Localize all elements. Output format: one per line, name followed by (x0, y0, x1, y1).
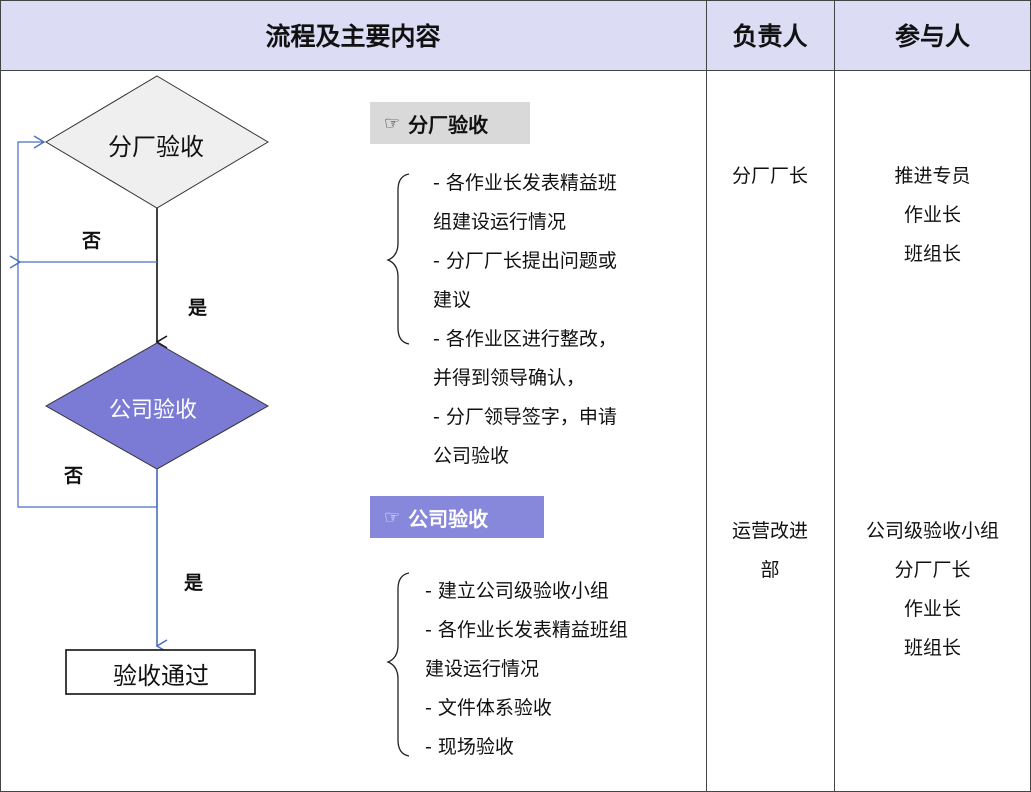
section-1-line: 公司验收 (433, 445, 510, 467)
brace-section-2 (386, 572, 410, 757)
section-1-line: 组建设运行情况 (433, 211, 567, 233)
section-2-content: - 建立公司级验收小组 - 各作业长发表精益班组 建设运行情况 - 文件体系验收… (425, 572, 628, 767)
section-1-tag: ☞ 分厂验收 (370, 102, 530, 144)
section-1-line: - 各作业区进行整改， (433, 328, 617, 350)
participant-name: 作业长 (903, 598, 961, 620)
section-2-tag: ☞ 公司验收 (370, 496, 544, 538)
section-2-title: 公司验收 (408, 506, 489, 531)
section-1-participants: 推进专员 作业长 班组长 (834, 157, 1031, 274)
pointing-hand-icon: ☞ (384, 506, 401, 528)
section-2-participants: 公司级验收小组 分厂厂长 作业长 班组长 (834, 512, 1031, 668)
header-participant-label: 参与人 (894, 22, 970, 51)
section-1-title: 分厂验收 (408, 112, 489, 137)
section-1-line: - 分厂厂长提出问题或 (433, 250, 617, 272)
section-2-line: - 现场验收 (425, 736, 514, 758)
section-1-line: 建议 (433, 289, 472, 311)
owner-name: 运营改进 (731, 520, 808, 542)
section-1-owner: 分厂厂长 (706, 157, 834, 196)
end-box (65, 649, 256, 695)
section-2-line: - 建立公司级验收小组 (425, 580, 609, 602)
table-border-top (0, 0, 1031, 1)
section-2-line: 建设运行情况 (425, 658, 540, 680)
owner-name: 分厂厂长 (731, 165, 808, 187)
table-border-left (0, 0, 1, 792)
column-divider-2 (834, 0, 835, 792)
start-node-label: 分厂验收 (108, 133, 204, 161)
section-2-owner: 运营改进 部 (706, 512, 834, 590)
header-process-label: 流程及主要内容 (265, 22, 441, 51)
section-1-line: 并得到领导确认， (433, 367, 586, 389)
owner-name: 部 (760, 559, 780, 581)
header-owner: 负责人 (706, 0, 834, 70)
header-process: 流程及主要内容 (0, 0, 706, 70)
brace-section-1 (386, 173, 410, 345)
header-owner-label: 负责人 (732, 22, 808, 51)
participant-name: 班组长 (903, 637, 961, 659)
yes-label-1: 是 (188, 297, 208, 319)
section-1-line: - 分厂领导签字，申请 (433, 406, 617, 428)
section-2-line: - 文件体系验收 (425, 697, 552, 719)
decision-node-label: 公司验收 (109, 398, 198, 423)
participant-name: 公司级验收小组 (865, 520, 999, 542)
participant-name: 班组长 (903, 243, 961, 265)
no-label-1: 否 (82, 230, 102, 252)
header-divider (0, 70, 1031, 71)
no-label-2: 否 (64, 465, 84, 487)
participant-name: 分厂厂长 (894, 559, 971, 581)
header-participant: 参与人 (834, 0, 1031, 70)
section-1-content: - 各作业长发表精益班 组建设运行情况 - 分厂厂长提出问题或 建议 - 各作业… (433, 164, 617, 476)
section-1-line: - 各作业长发表精益班 (433, 172, 617, 194)
participant-name: 作业长 (903, 204, 961, 226)
pointing-hand-icon: ☞ (384, 112, 401, 134)
participant-name: 推进专员 (894, 165, 971, 187)
section-2-line: - 各作业长发表精益班组 (425, 619, 628, 641)
end-node-label: 验收通过 (113, 662, 209, 690)
yes-label-2: 是 (184, 572, 204, 594)
column-divider-1 (706, 0, 707, 792)
flowchart (9, 75, 410, 757)
